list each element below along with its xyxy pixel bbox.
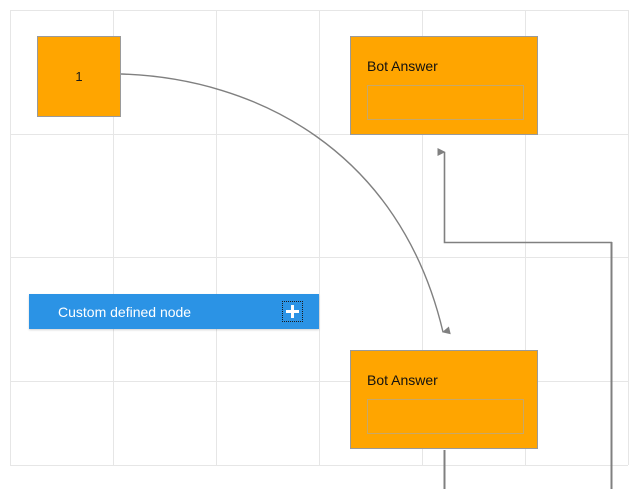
bot-answer-slot[interactable] (367, 399, 524, 434)
bot-answer-node-top[interactable]: Bot Answer (350, 36, 538, 135)
custom-defined-node-bar[interactable]: Custom defined node (29, 294, 319, 329)
bot-answer-node-bottom[interactable]: Bot Answer (350, 350, 538, 449)
bot-answer-title: Bot Answer (367, 58, 438, 74)
bot-answer-slot[interactable] (367, 85, 524, 120)
numbered-node[interactable]: 1 (37, 36, 121, 117)
curved-connector-node1-to-bot-answer-bottom[interactable] (120, 73, 451, 335)
plus-icon[interactable] (282, 301, 303, 322)
bot-answer-title: Bot Answer (367, 372, 438, 388)
custom-defined-node-label: Custom defined node (58, 303, 192, 320)
orthogonal-connector-to-bot-answer-top[interactable] (437, 148, 613, 244)
numbered-node-label: 1 (75, 69, 83, 84)
